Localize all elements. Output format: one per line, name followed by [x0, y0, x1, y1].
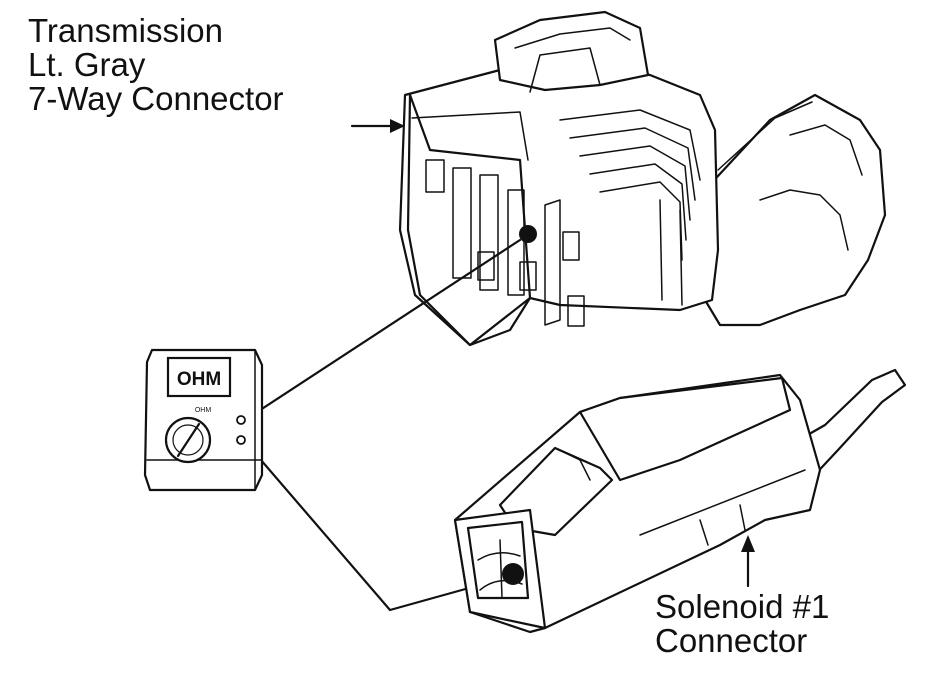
ohmmeter-jack-positive	[236, 415, 246, 425]
solenoid-1-connector	[453, 373, 822, 634]
ohmmeter-dial-label: OHM	[195, 407, 212, 414]
transmission-7-way-connector	[398, 10, 887, 347]
transmission-probe-point	[519, 225, 537, 243]
solenoid-pointer-arrow	[741, 535, 755, 588]
transmission-label-line-1: Transmission	[28, 12, 223, 49]
solenoid-probe-point	[502, 563, 524, 585]
ohmmeter-display	[166, 356, 232, 398]
ohmmeter: OHM OHM	[143, 348, 264, 492]
solenoid-label-line-1: Solenoid #1	[655, 588, 830, 625]
transmission-connector-label: Transmission Lt. Gray 7-Way Connector	[28, 14, 284, 116]
transmission-label-line-3: 7-Way Connector	[28, 80, 284, 117]
solenoid-label-line-2: Connector	[655, 622, 808, 659]
transmission-label-line-2: Lt. Gray	[28, 46, 146, 83]
ohmmeter-display-text: OHM	[177, 369, 221, 390]
solenoid-connector-label: Solenoid #1 Connector	[655, 590, 829, 658]
ohmmeter-jack-negative	[236, 435, 246, 445]
transmission-pointer-arrow	[350, 119, 405, 133]
ohmmeter-selector-dial-icon	[164, 416, 212, 464]
